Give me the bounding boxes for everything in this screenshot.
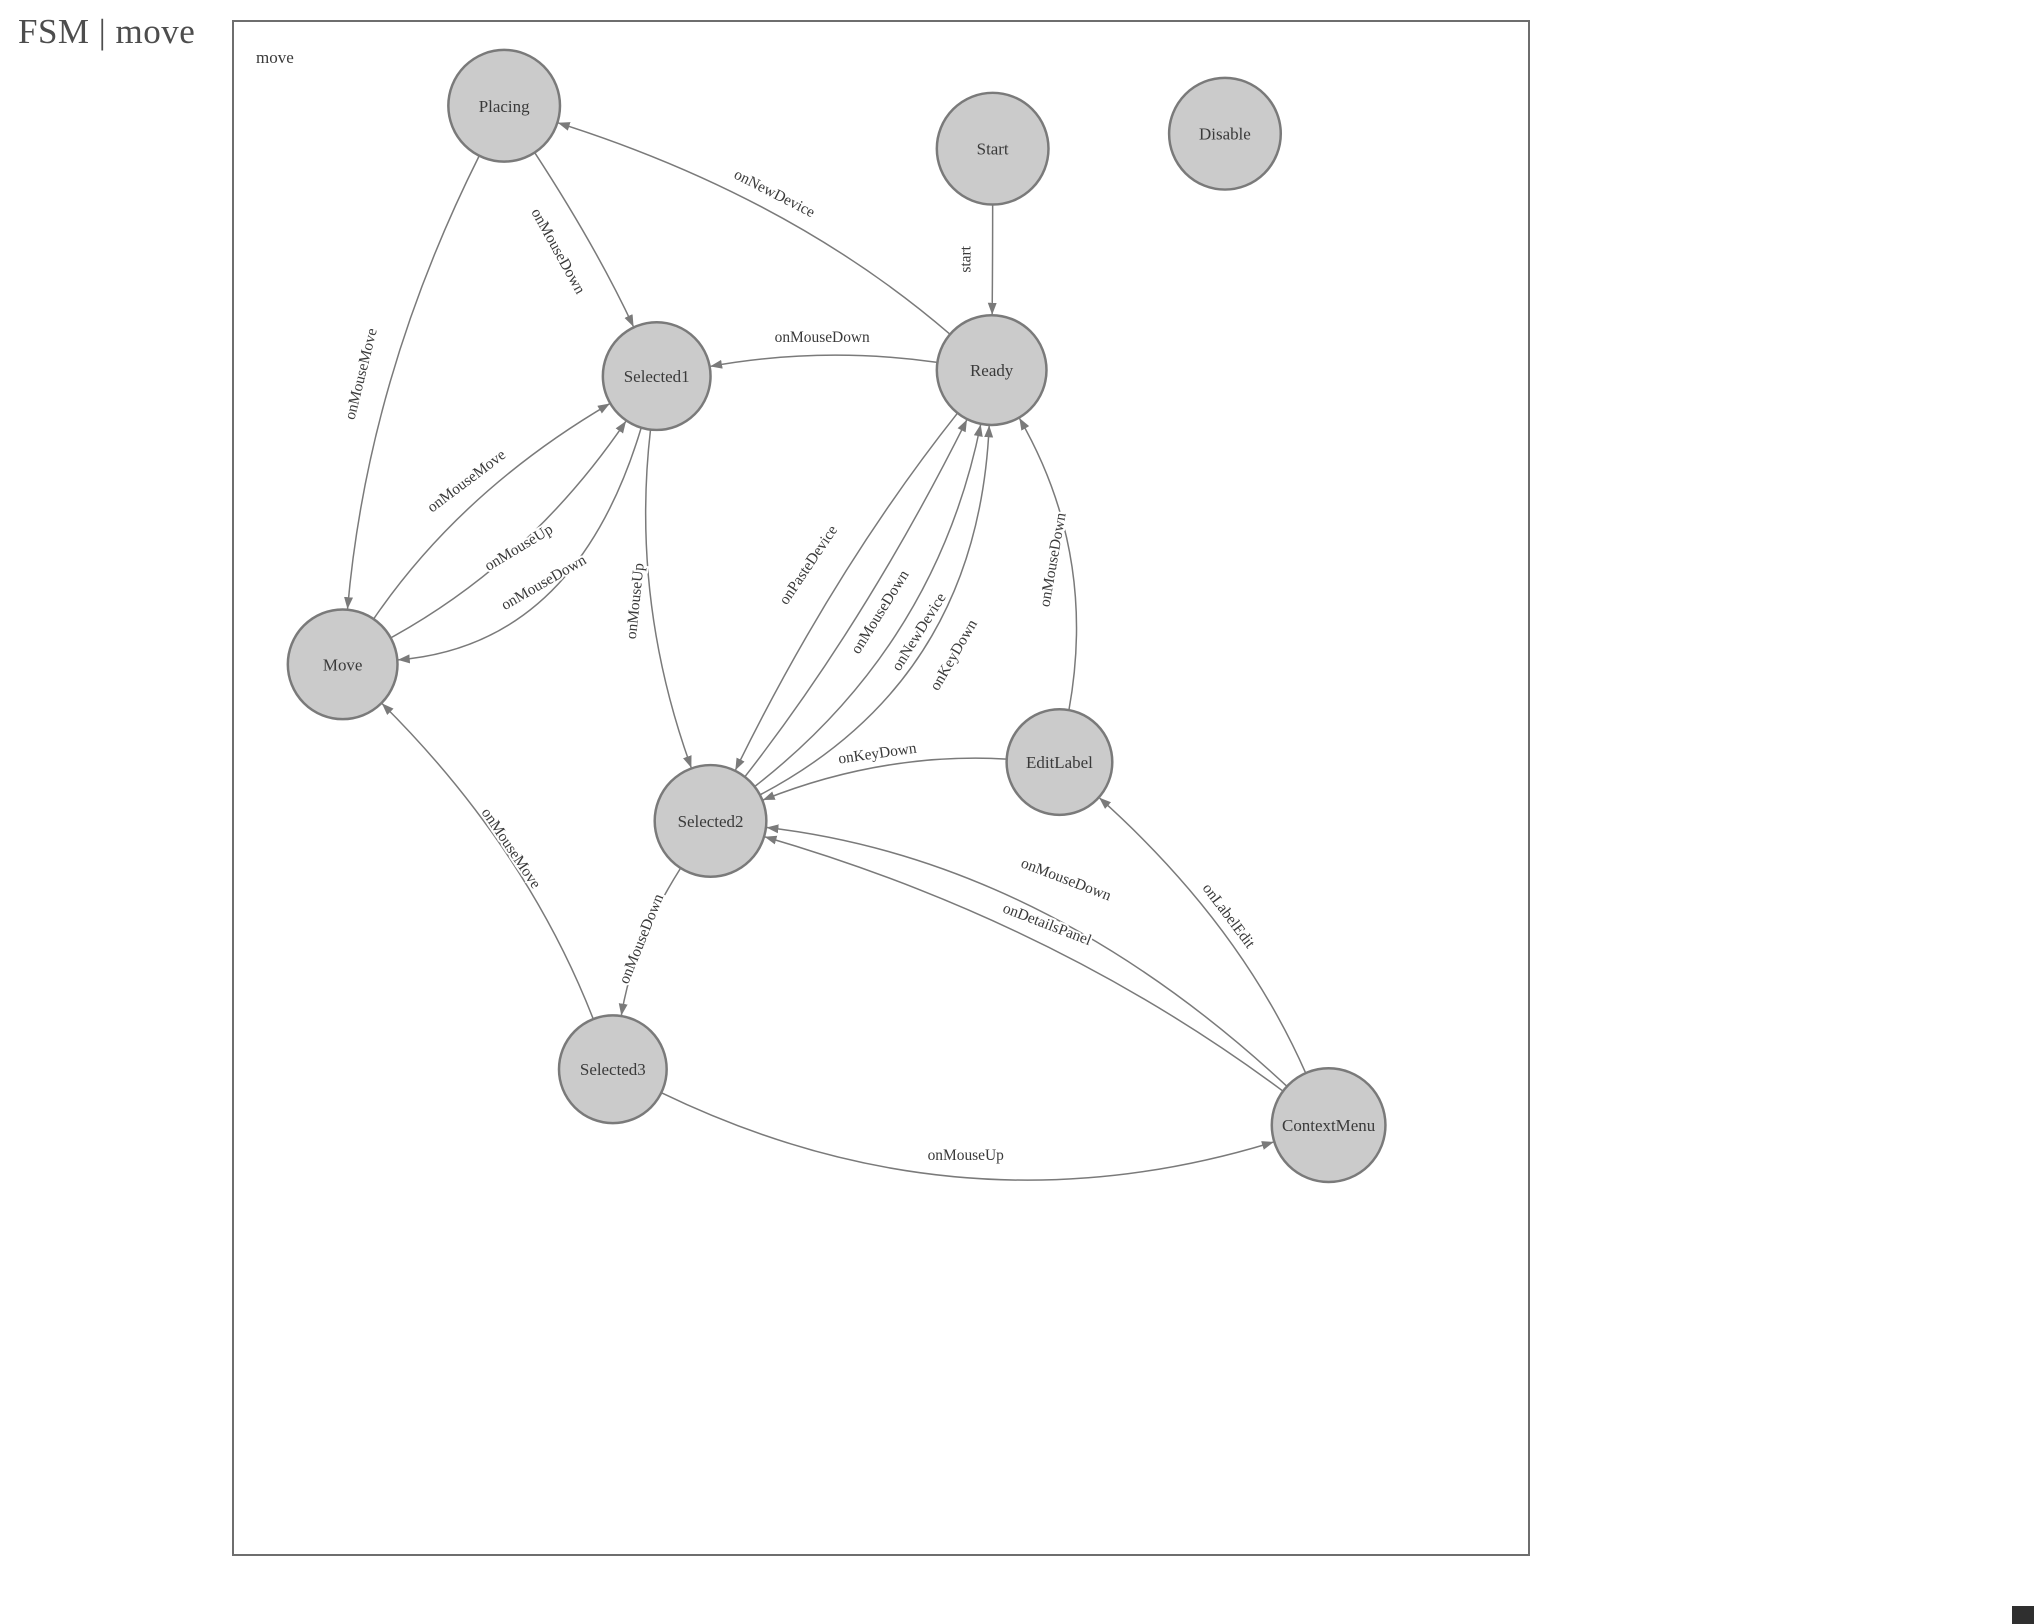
state-node-start[interactable]: Start — [935, 91, 1050, 206]
transition-label-onMouseUp: onMouseUp — [623, 562, 648, 640]
state-label-start: Start — [977, 140, 1009, 159]
transition-selected3-contextmenu-onMouseUp — [660, 1092, 1274, 1181]
transition-ready-placing-onNewDevice — [557, 122, 951, 335]
transition-ready-selected2-onPasteDevice — [734, 412, 959, 771]
transition-label-start: start — [958, 245, 975, 272]
state-circle-selected2[interactable] — [653, 763, 768, 879]
transition-contextmenu-selected2-onMouseDown — [766, 824, 1288, 1087]
transition-label-onMouseDown: onMouseDown — [775, 329, 870, 346]
transition-selected3-move-onMouseMove — [381, 703, 594, 1020]
state-circle-editlabel[interactable] — [1005, 707, 1114, 817]
state-circle-ready[interactable] — [935, 313, 1048, 427]
transition-placing-move-onMouseMove — [344, 155, 480, 610]
frame-label: move — [256, 48, 294, 67]
state-node-selected3[interactable]: Selected3 — [557, 1014, 668, 1125]
transition-selected2-ready-onKeyDown — [759, 425, 994, 796]
transition-selected2-ready-onMouseDown — [744, 419, 968, 778]
transition-editlabel-selected2-onKeyDown — [762, 757, 1007, 801]
state-label-placing: Placing — [479, 97, 530, 116]
transition-selected1-selected2-onMouseUp — [644, 429, 692, 768]
state-label-selected3: Selected3 — [580, 1060, 646, 1079]
state-label-selected2: Selected2 — [678, 812, 744, 831]
page-title: FSM | move — [18, 12, 196, 51]
state-circle-move[interactable] — [286, 608, 399, 721]
state-node-placing[interactable]: Placing — [447, 48, 562, 163]
state-label-selected1: Selected1 — [624, 367, 690, 386]
state-label-disable: Disable — [1199, 125, 1251, 144]
transition-move-selected1-onMouseUp — [390, 421, 627, 639]
state-label-editlabel: EditLabel — [1026, 753, 1093, 772]
transition-move-selected1-onMouseMove — [372, 403, 610, 620]
state-circle-placing[interactable] — [447, 48, 562, 163]
transition-label-onMouseUp: onMouseUp — [482, 521, 556, 575]
transition-selected1-move-onMouseDown — [397, 427, 642, 664]
state-node-editlabel[interactable]: EditLabel — [1005, 707, 1114, 817]
scroll-corner — [2012, 1606, 2034, 1624]
transition-selected2-selected3-onMouseDown — [618, 867, 682, 1016]
transition-label-onKeyDown: onKeyDown — [837, 740, 918, 768]
transition-label-onMouseMove: onMouseMove — [478, 805, 544, 892]
transition-label-onMouseDown: onMouseDown — [616, 891, 668, 986]
state-circle-disable[interactable] — [1167, 76, 1283, 191]
transition-label-onKeyDown: onKeyDown — [927, 616, 981, 693]
state-node-selected2[interactable]: Selected2 — [653, 763, 768, 879]
state-node-disable[interactable]: Disable — [1167, 76, 1283, 191]
state-node-move[interactable]: Move — [286, 608, 399, 721]
state-label-move: Move — [323, 655, 363, 674]
transition-contextmenu-selected2-onDetailsPanel — [764, 835, 1284, 1092]
state-circle-contextmenu[interactable] — [1270, 1067, 1387, 1184]
transition-label-onMouseUp: onMouseUp — [928, 1147, 1005, 1164]
state-circle-start[interactable] — [935, 91, 1050, 206]
state-label-ready: Ready — [970, 361, 1014, 380]
state-node-selected1[interactable]: Selected1 — [601, 320, 712, 432]
transition-label-onDetailsPanel: onDetailsPanel — [1000, 900, 1093, 949]
transition-ready-selected1-onMouseDown — [710, 354, 938, 369]
state-node-contextmenu[interactable]: ContextMenu — [1270, 1067, 1387, 1184]
transition-contextmenu-editlabel-onLabelEdit — [1099, 797, 1307, 1074]
transition-label-onMouseMove: onMouseMove — [424, 446, 509, 516]
transition-label-onMouseDown: onMouseDown — [527, 205, 588, 297]
state-circle-selected3[interactable] — [557, 1014, 668, 1125]
state-label-contextmenu: ContextMenu — [1282, 1116, 1376, 1135]
transition-label-onMouseDown: onMouseDown — [1036, 511, 1069, 608]
state-node-ready[interactable]: Ready — [935, 313, 1048, 427]
transition-label-onMouseMove: onMouseMove — [342, 326, 381, 421]
transition-selected2-ready-onNewDevice — [754, 424, 983, 788]
state-circle-selected1[interactable] — [601, 320, 712, 432]
transition-placing-selected1-onMouseDown — [534, 152, 635, 327]
transition-label-onLabelEdit: onLabelEdit — [1199, 880, 1259, 952]
transition-label-onMouseDown: onMouseDown — [1019, 855, 1114, 905]
transition-editlabel-ready-onMouseDown — [1018, 418, 1078, 711]
